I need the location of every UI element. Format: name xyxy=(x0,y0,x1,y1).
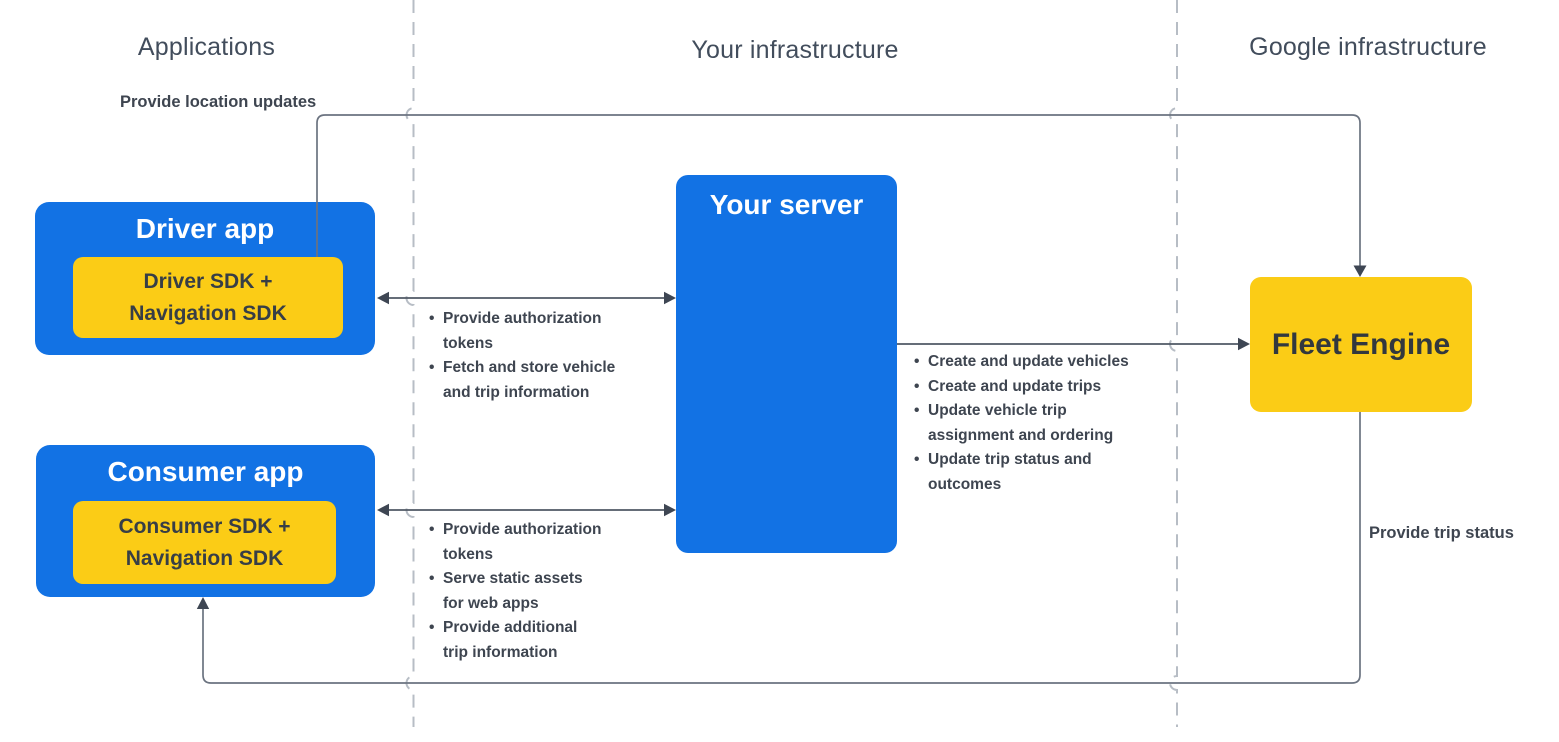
consumer-app-box: Consumer app Consumer SDK + Navigation S… xyxy=(36,445,375,597)
bullet-item: • Provide additional trip information xyxy=(429,616,601,665)
column-header-your-infrastructure: Your infrastructure xyxy=(691,36,899,64)
provide-trip-status-label: Provide trip status xyxy=(1369,524,1514,542)
edge-consumer-server-arrowhead-left xyxy=(377,503,389,517)
your-server-box: Your server xyxy=(676,175,897,553)
bullet-dot: • xyxy=(914,377,920,395)
bullet-item: • Provide authorization tokens xyxy=(429,307,615,356)
bullet-item: • Serve static assets for web apps xyxy=(429,567,601,616)
bullet-text: Update vehicle trip assignment and order… xyxy=(928,402,1114,444)
column-header-google-infrastructure: Google infrastructure xyxy=(1249,33,1487,61)
bullet-text: Provide authorization tokens xyxy=(443,521,602,563)
driver-sdk-box: Driver SDK + Navigation SDK xyxy=(73,257,343,338)
edge-trip-status-arrowhead xyxy=(196,597,210,609)
consumer-server-bullet-list: • Provide authorization tokens • Serve stat… xyxy=(429,518,601,665)
bullet-text: Provide authorization tokens xyxy=(443,310,602,352)
your-server-title: Your server xyxy=(709,189,864,220)
bullet-text: Create and update trips xyxy=(928,377,1102,395)
bullet-item: • Update vehicle trip assignment and orde… xyxy=(914,399,1129,448)
bullet-item: • Update trip status and outcomes xyxy=(914,448,1129,497)
edge-driver-server-arrowhead-right xyxy=(664,291,676,305)
bullet-text: Serve static assets for web apps xyxy=(443,570,583,612)
edge-consumer-server-arrowhead-right xyxy=(664,503,676,517)
bullet-dot: • xyxy=(429,570,435,587)
consumer-app-title: Consumer app xyxy=(107,456,304,487)
bullet-dot: • xyxy=(429,521,435,538)
driver-app-box: Driver app Driver SDK + Navigation SDK xyxy=(35,202,375,355)
bullet-item: • Fetch and store vehicle and trip inform… xyxy=(429,356,615,405)
provide-location-updates-label: Provide location updates xyxy=(120,93,317,111)
bullet-dot: • xyxy=(429,359,435,376)
bullet-text: Update trip status and outcomes xyxy=(928,451,1092,493)
driver-server-bullet-list: • Provide authorization tokens • Fetch and … xyxy=(429,307,615,405)
dashed-divider-applications xyxy=(405,0,415,727)
bullet-dot: • xyxy=(914,451,920,468)
bullet-dot: • xyxy=(914,353,920,370)
column-header-applications: Applications xyxy=(137,33,276,61)
bullet-text: Create and update vehicles xyxy=(928,353,1129,370)
dashed-divider-google xyxy=(1169,0,1178,727)
bullet-item: • Create and update trips xyxy=(914,375,1129,400)
edge-driver-server-arrowhead-left xyxy=(377,291,389,305)
bullet-item: • Provide authorization tokens xyxy=(429,518,601,567)
bullet-text: Provide additional trip information xyxy=(443,619,578,661)
bullet-dot: • xyxy=(914,402,920,419)
driver-app-title: Driver app xyxy=(135,213,275,244)
bullet-item: • Create and update vehicles xyxy=(914,350,1129,375)
edge-location-updates-arrowhead xyxy=(1353,265,1367,277)
fleet-engine-title: Fleet Engine xyxy=(1271,327,1451,361)
consumer-sdk-box: Consumer SDK + Navigation SDK xyxy=(73,501,336,584)
server-fleet-bullet-list: • Create and update vehicles • Create and u… xyxy=(914,350,1129,497)
bullet-text: Fetch and store vehicle and trip informa… xyxy=(443,359,616,401)
edge-server-fleet-arrowhead xyxy=(1238,337,1250,351)
bullet-dot: • xyxy=(429,310,435,327)
fleet-engine-box: Fleet Engine xyxy=(1250,277,1472,412)
bullet-dot: • xyxy=(429,619,435,636)
